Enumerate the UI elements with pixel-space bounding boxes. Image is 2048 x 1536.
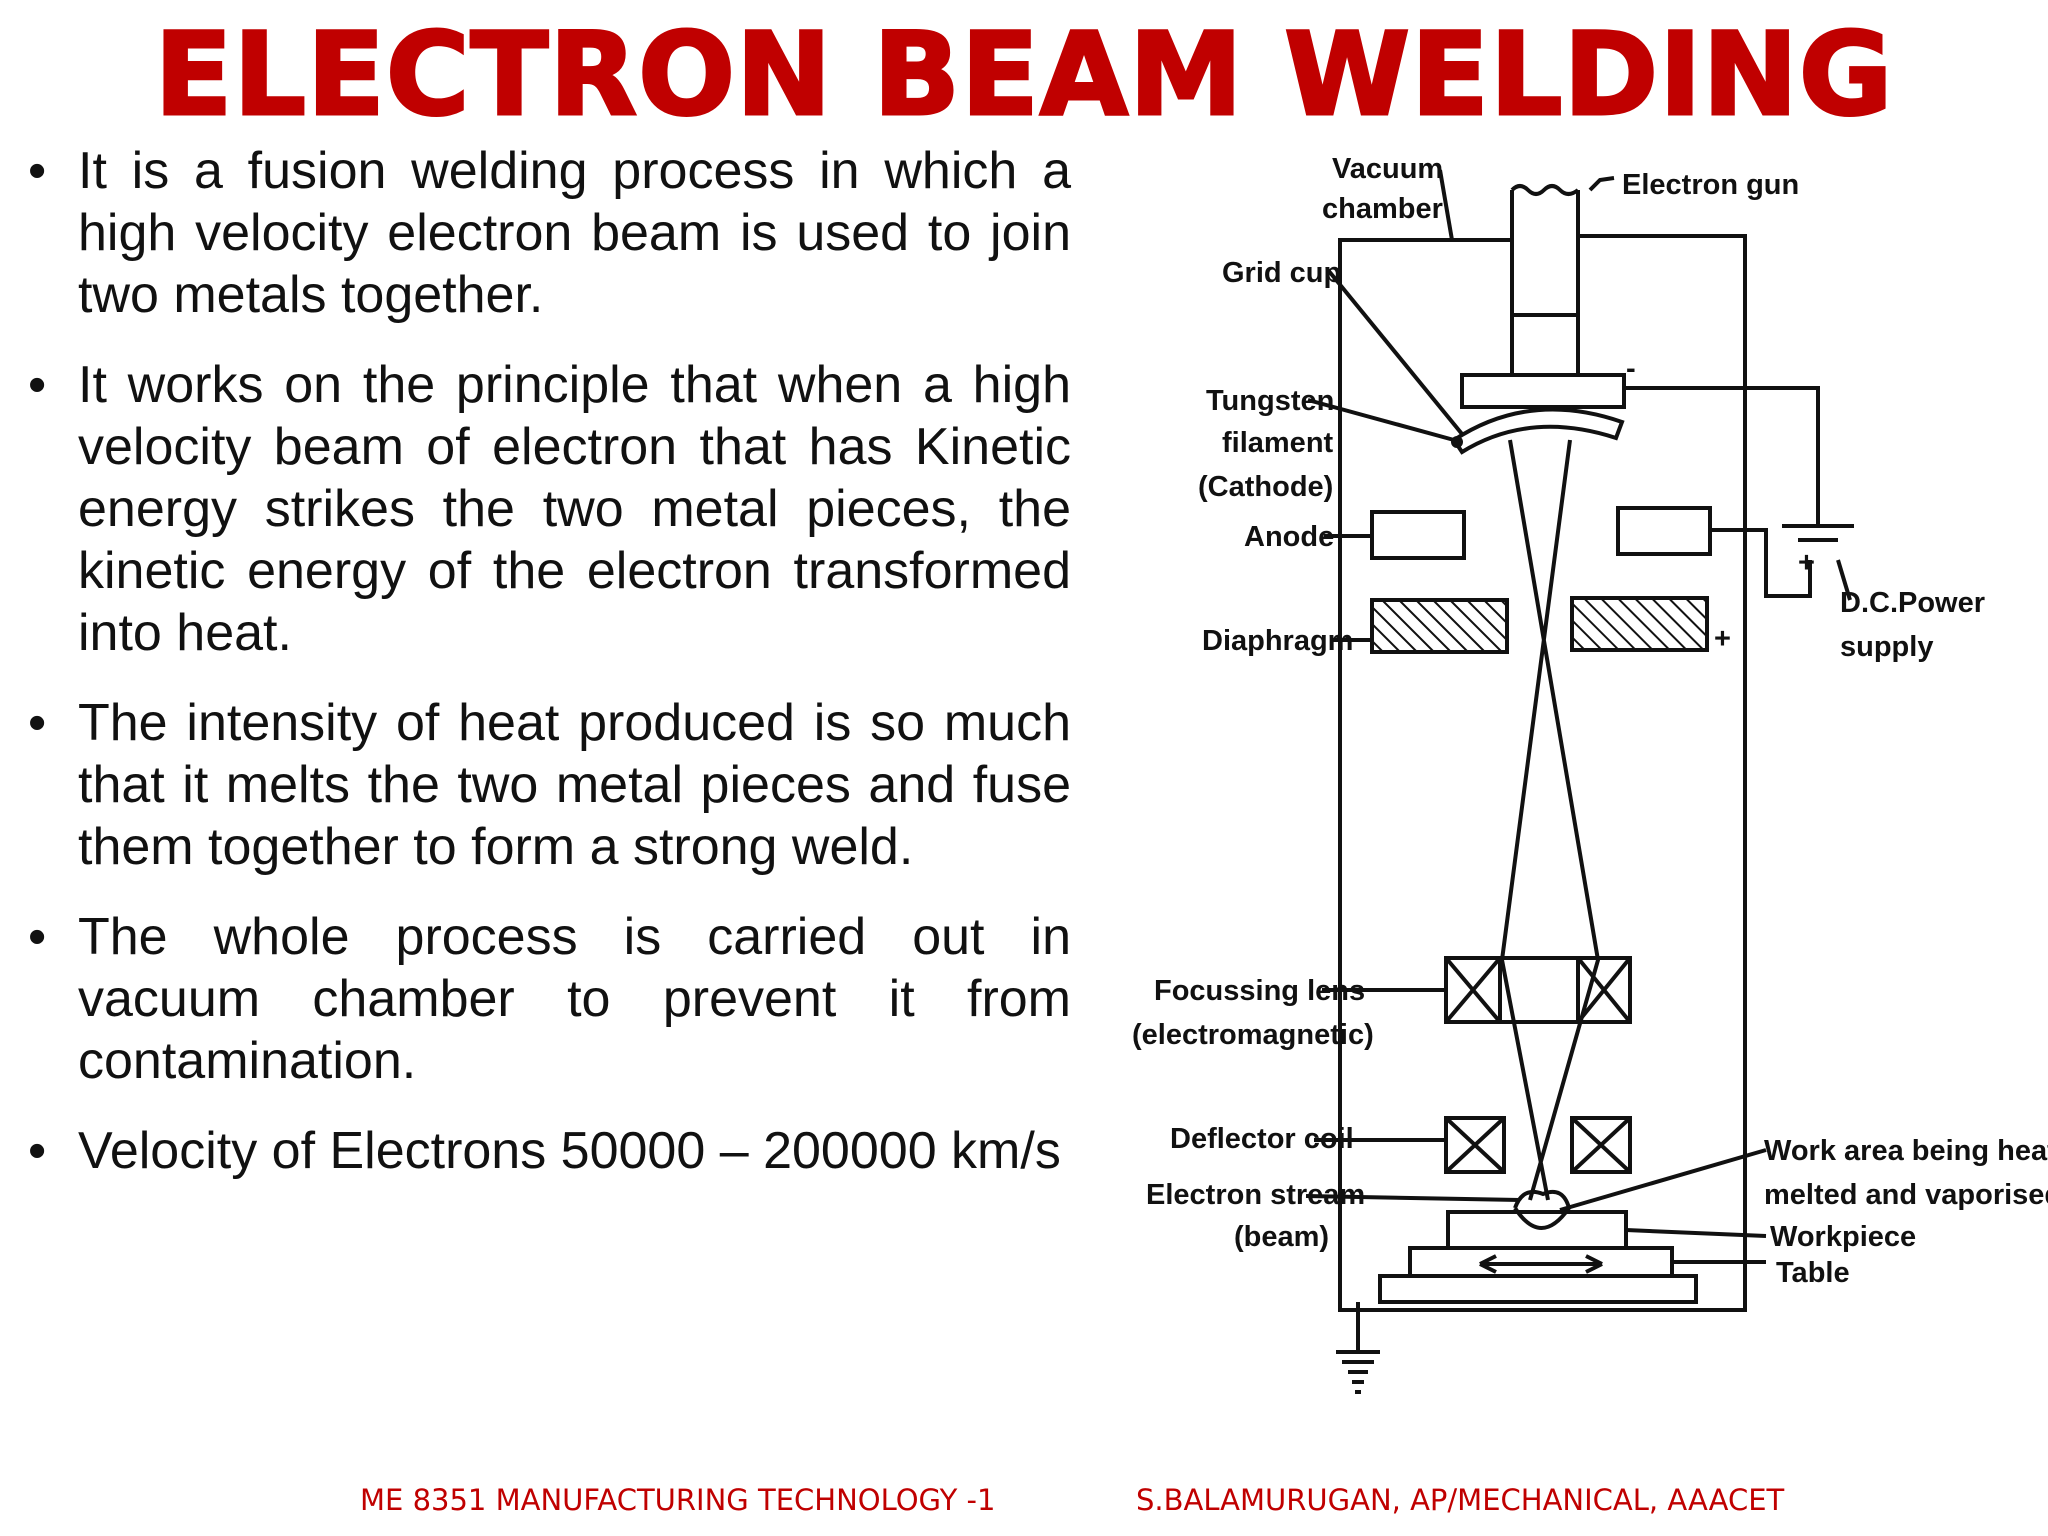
bullet-item: The intensity of heat produced is so muc…: [26, 692, 1071, 878]
label-tungsten-filament: filament: [1222, 427, 1334, 459]
label-deflector-coil: Deflector coil: [1170, 1123, 1354, 1155]
label-plus-sign: +: [1798, 547, 1815, 579]
label-work-area: Work area being heated,: [1764, 1135, 2048, 1167]
label-workpiece: Workpiece: [1770, 1221, 1916, 1253]
footer-author: S.BALAMURUGAN, AP/MECHANICAL, AAACET: [1136, 1483, 1785, 1517]
anode-right: [1616, 506, 1712, 556]
label-table: Table: [1776, 1257, 1850, 1289]
ground-symbol: [1336, 1302, 1380, 1394]
slide-title: ELECTRON BEAM WELDING: [153, 8, 1894, 141]
label-vacuum-chamber: chamber: [1322, 193, 1443, 225]
table-base: [1378, 1274, 1698, 1304]
anode-left: [1370, 510, 1466, 560]
label-vacuum-chamber: Vacuum: [1332, 153, 1443, 185]
label-tungsten-filament: (Cathode): [1198, 471, 1333, 503]
label-electron-stream: Electron stream: [1146, 1179, 1365, 1211]
electron-beam: [1499, 439, 1601, 1201]
electron-gun-column: [1510, 184, 1580, 375]
label-diaphragm: Diaphragm: [1202, 625, 1353, 657]
label-dc-power-supply: supply: [1840, 631, 1933, 663]
deflector-coil-left: [1444, 1116, 1506, 1174]
label-electron-gun: Electron gun: [1622, 169, 1799, 201]
power-wire-positive: [1710, 528, 1812, 598]
bullet-list: It is a fusion welding process in which …: [26, 140, 1071, 1210]
deflector-coil-right: [1570, 1116, 1632, 1174]
label-work-area: melted and vaporised: [1764, 1179, 2048, 1211]
workpiece: [1446, 1210, 1628, 1250]
weld-pool: [1513, 1189, 1572, 1230]
label-dc-power-supply: D.C.Power: [1840, 587, 1985, 619]
label-anode: Anode: [1244, 521, 1334, 553]
diaphragm-right: [1570, 596, 1709, 652]
label-grid-cup: Grid cup: [1222, 257, 1341, 289]
bullet-item: It works on the principle that when a hi…: [26, 354, 1071, 664]
label-minus-sign: -: [1626, 353, 1636, 385]
bullet-item: The whole process is carried out in vacu…: [26, 906, 1071, 1092]
diaphragm-left: [1370, 598, 1509, 654]
bullet-item: Velocity of Electrons 50000 – 200000 km/…: [26, 1120, 1071, 1182]
table-motion-arrow: [1479, 1254, 1603, 1274]
label-tungsten-filament: Tungsten: [1206, 385, 1334, 417]
electron-beam-welding-diagram: Vacuum chamber Electron gun Grid cup Tun…: [1132, 153, 2048, 1394]
bullet-item: It is a fusion welding process in which …: [26, 140, 1071, 326]
tungsten-filament: [1451, 407, 1625, 455]
label-electron-stream: (beam): [1234, 1221, 1329, 1253]
label-plus-sign: +: [1714, 623, 1731, 655]
vacuum-chamber: [1338, 234, 1747, 1312]
grid-cup: [1460, 373, 1626, 409]
battery-symbol: [1782, 524, 1854, 542]
label-focussing-lens: (electromagnetic): [1132, 1019, 1374, 1051]
power-wire-negative: [1624, 386, 1820, 526]
footer-course: ME 8351 MANUFACTURING TECHNOLOGY -1: [360, 1483, 996, 1517]
label-focussing-lens: Focussing lens: [1154, 975, 1365, 1007]
